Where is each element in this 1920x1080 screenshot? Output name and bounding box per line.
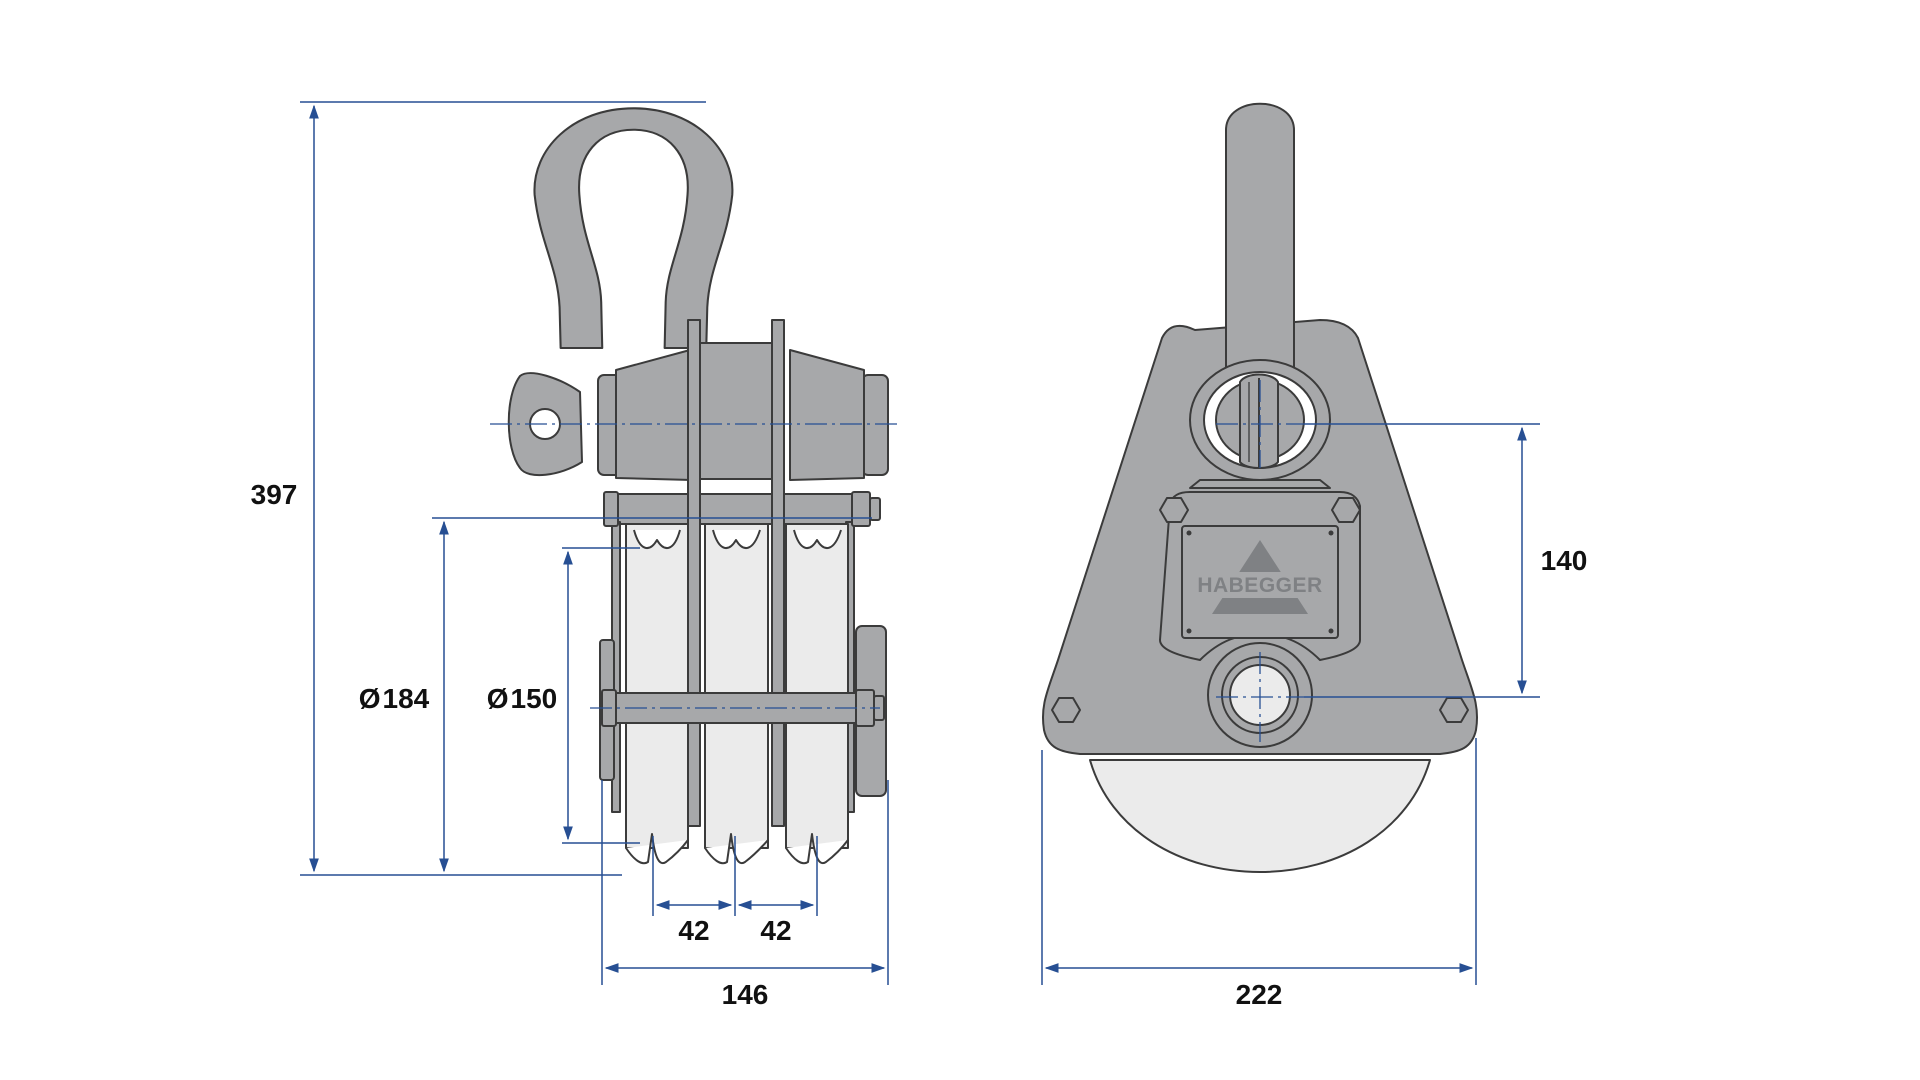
inner-plate-left bbox=[687, 319, 701, 827]
shackle-pin-boss-right bbox=[861, 374, 889, 476]
shackle-bow bbox=[533, 107, 734, 350]
label-axle-distance: 140 bbox=[1541, 545, 1588, 576]
front-view: HABEGGER bbox=[1042, 102, 1478, 873]
label-groove-pitch-1: 42 bbox=[678, 915, 709, 946]
hex-bolt-lower-left bbox=[1051, 697, 1081, 723]
swivel-seat bbox=[1189, 479, 1331, 489]
top-nut-right bbox=[851, 491, 871, 527]
top-cross-bar bbox=[611, 493, 853, 525]
sheave-1 bbox=[625, 523, 689, 865]
nameplate: HABEGGER bbox=[1181, 525, 1339, 639]
center-hub bbox=[699, 342, 777, 480]
sheave-2 bbox=[704, 523, 769, 865]
front-sheave bbox=[1089, 759, 1431, 873]
inner-plate-right bbox=[771, 319, 785, 827]
side-view bbox=[490, 107, 900, 865]
label-outer-diameter-value: 184 bbox=[383, 683, 430, 714]
label-front-width: 222 bbox=[1236, 979, 1283, 1010]
hex-bolt-upper-left bbox=[1159, 497, 1189, 523]
shackle-lug-left bbox=[615, 349, 693, 481]
shackle-bow-body bbox=[533, 107, 734, 350]
hex-bolt-lower-right bbox=[1439, 697, 1469, 723]
label-sheave-diameter-symbol: Ø bbox=[487, 683, 509, 714]
top-nut-right-2 bbox=[869, 497, 881, 521]
top-nut-left bbox=[603, 491, 619, 527]
label-groove-pitch-2: 42 bbox=[760, 915, 791, 946]
label-side-width: 146 bbox=[722, 979, 769, 1010]
swivel-shank bbox=[1225, 102, 1295, 385]
label-overall-height: 397 bbox=[251, 479, 298, 510]
label-outer-diameter: Ø184 bbox=[359, 683, 430, 714]
logo-brand-text: HABEGGER bbox=[1197, 574, 1322, 597]
sheave-3 bbox=[785, 523, 849, 865]
dimension-lines bbox=[300, 101, 1540, 985]
label-sheave-diameter: Ø150 bbox=[487, 683, 558, 714]
label-sheave-diameter-value: 150 bbox=[511, 683, 558, 714]
hex-bolt-upper-right bbox=[1331, 497, 1361, 523]
label-outer-diameter-symbol: Ø bbox=[359, 683, 381, 714]
shackle-lug-right bbox=[789, 349, 865, 481]
